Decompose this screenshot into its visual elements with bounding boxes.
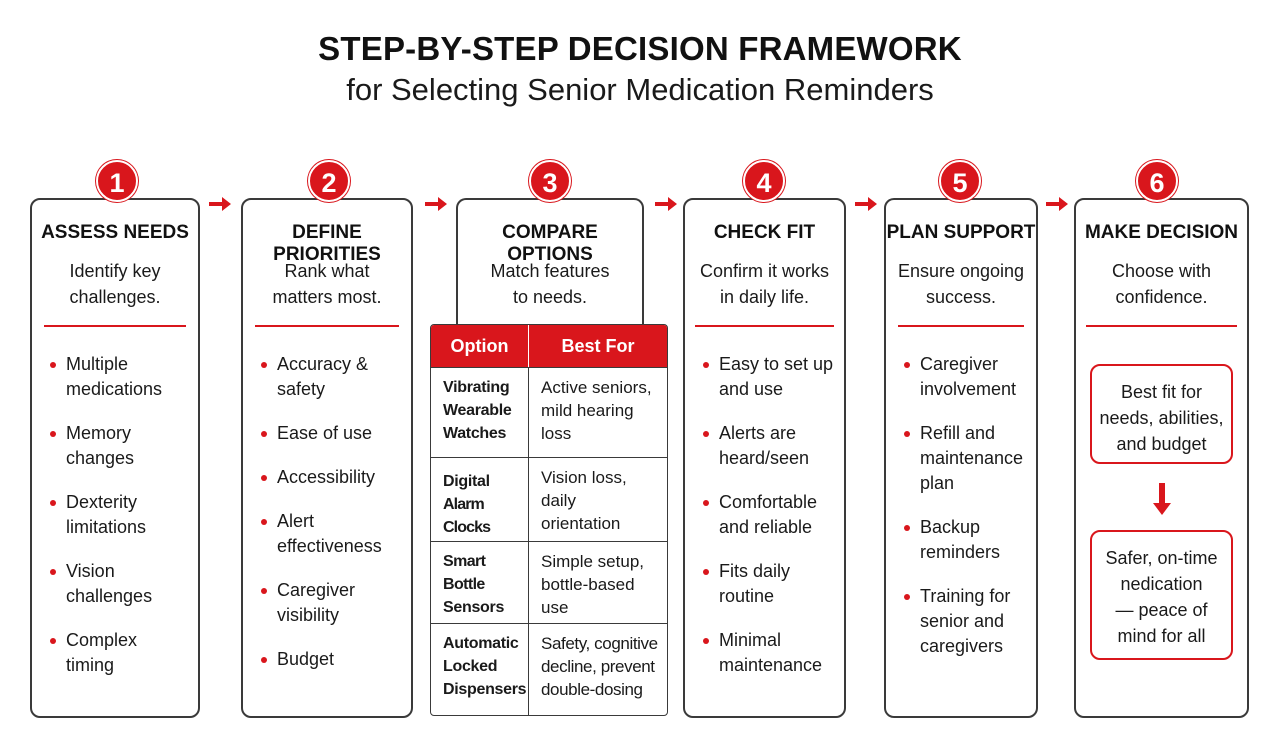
step-description: Choose with confidence.	[1076, 258, 1247, 310]
description-line: matters most.	[272, 287, 382, 307]
bullet-item: Accuracy &safety	[261, 352, 401, 402]
page-subtitle: for Selecting Senior Medication Reminder…	[346, 72, 934, 107]
step-card-assess-needs: ASSESS NEEDS Identify key challenges. Mu…	[30, 198, 200, 718]
table-header-option: Option	[431, 325, 529, 367]
step-number-badge: 5	[939, 160, 981, 202]
bullet-item: Accessibility	[261, 465, 401, 490]
step-number-badge: 3	[529, 160, 571, 202]
step-description: Ensure ongoing success.	[886, 258, 1036, 310]
step-number-badge: 1	[96, 160, 138, 202]
section-divider	[695, 325, 834, 327]
step-card-plan-support: PLAN SUPPORT Ensure ongoing success. Car…	[884, 198, 1038, 718]
step-card-check-fit: CHECK FIT Confirm it works in daily life…	[683, 198, 846, 718]
section-divider	[898, 325, 1024, 327]
right-arrow-icon	[855, 197, 877, 211]
outcome-box-best-fit: Best fit for needs, abilities, and budge…	[1090, 364, 1233, 464]
bullet-item: Budget	[261, 647, 401, 672]
page-title: STEP-BY-STEP DECISION FRAMEWORK	[318, 30, 962, 67]
bullet-list: Accuracy &safety Ease of use Accessibili…	[261, 352, 401, 691]
description-line: Confirm it works	[699, 261, 829, 281]
step-number-badge: 6	[1136, 160, 1178, 202]
section-divider	[1086, 325, 1237, 327]
description-line: Choose with	[1111, 261, 1212, 281]
step-number-badge: 2	[308, 160, 350, 202]
step-title: ASSESS NEEDS	[41, 222, 189, 243]
step-description: Rank what matters most.	[243, 258, 411, 310]
step-card-compare-options: COMPARE OPTIONS Match features to needs.	[456, 198, 644, 328]
step-title: PLAN SUPPORT	[886, 222, 1036, 243]
description-line: Match features	[490, 261, 610, 281]
down-arrow-icon	[1153, 483, 1171, 515]
description-line: in daily life.	[719, 287, 810, 307]
step-description: Identify key challenges.	[32, 258, 198, 310]
step-card-make-decision: MAKE DECISION Choose with confidence. Be…	[1074, 198, 1249, 718]
description-line: Identify key	[69, 261, 161, 281]
description-line: to needs.	[512, 287, 588, 307]
description-line: success.	[925, 287, 997, 307]
step-title: COMPARE OPTIONS	[502, 222, 598, 265]
step-description: Match features to needs.	[458, 258, 642, 310]
step-title: CHECK FIT	[713, 222, 816, 243]
description-line: challenges.	[69, 287, 161, 307]
step-card-define-priorities: DEFINE PRIORITIES Rank what matters most…	[241, 198, 413, 718]
right-arrow-icon	[655, 197, 677, 211]
step-title: MAKE DECISION	[1084, 222, 1239, 243]
description-line: Ensure ongoing	[897, 261, 1025, 281]
right-arrow-icon	[1046, 197, 1068, 211]
table-header-row: Option Best For	[431, 325, 667, 367]
step-number-badge: 4	[743, 160, 785, 202]
section-divider	[44, 325, 186, 327]
description-line: confidence.	[1115, 287, 1208, 307]
section-divider	[255, 325, 399, 327]
bullet-item: Ease of use	[261, 421, 401, 446]
right-arrow-icon	[425, 197, 447, 211]
outcome-box-safer: Safer, on-time nedication — peace of min…	[1090, 530, 1233, 660]
step-description: Confirm it works in daily life.	[685, 258, 844, 310]
description-line: Rank what	[284, 261, 370, 281]
right-arrow-icon	[209, 197, 231, 211]
table-header-best-for: Best For	[561, 335, 635, 356]
step-title: DEFINE PRIORITIES	[273, 222, 381, 265]
